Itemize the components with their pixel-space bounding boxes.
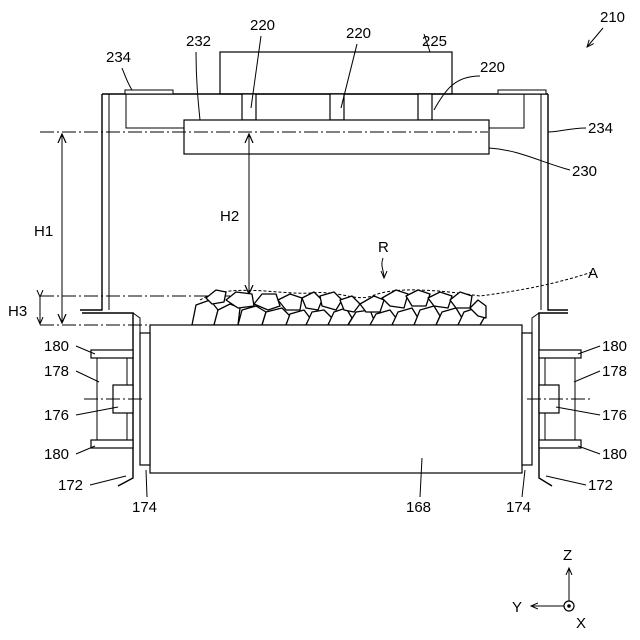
right-flange-bottom-leader bbox=[578, 446, 600, 454]
right-corner-plate bbox=[498, 90, 546, 94]
right-flange-top-label: 180 bbox=[602, 338, 627, 355]
bracket-top-leader bbox=[122, 68, 132, 90]
sensor-unit-label: 220 bbox=[250, 17, 275, 34]
left-frame-label: 172 bbox=[58, 477, 83, 494]
roller-label: 168 bbox=[406, 499, 431, 516]
h1-label: H1 bbox=[34, 223, 53, 240]
mount-leader bbox=[196, 52, 200, 120]
figure-number-arrow bbox=[587, 28, 603, 47]
mount-232 bbox=[126, 94, 184, 128]
sensor-board-label: 230 bbox=[572, 163, 597, 180]
material-label-arrow bbox=[382, 258, 384, 278]
right-body-leader bbox=[574, 371, 600, 382]
right-shaft-label: 176 bbox=[602, 407, 627, 424]
left-body-label: 178 bbox=[44, 363, 69, 380]
bracket-top-label: 234 bbox=[106, 49, 131, 66]
housing-225 bbox=[220, 52, 452, 94]
right-bearing-assembly bbox=[527, 313, 590, 486]
left-end-cap-leader bbox=[146, 470, 147, 497]
h3-label: H3 bbox=[8, 303, 27, 320]
right-frame-234 bbox=[548, 94, 568, 310]
roller-168 bbox=[150, 325, 522, 473]
right-end-cap-leader bbox=[522, 470, 525, 497]
sensor-unit-label: 220 bbox=[346, 25, 371, 42]
material-r bbox=[192, 290, 486, 325]
right-end-cap-label: 174 bbox=[506, 499, 531, 516]
axis-indicator bbox=[531, 568, 574, 611]
left-flange-bottom-label: 180 bbox=[44, 446, 69, 463]
left-body-leader bbox=[76, 371, 99, 382]
housing-label: 225 bbox=[422, 33, 447, 50]
left-frame-leader bbox=[90, 476, 126, 485]
surface-label: A bbox=[588, 265, 598, 282]
right-frame-label: 172 bbox=[588, 477, 613, 494]
material-label: R bbox=[378, 239, 389, 256]
left-flange-top-label: 180 bbox=[44, 338, 69, 355]
left-shaft-label: 176 bbox=[44, 407, 69, 424]
axis-x-label: X bbox=[576, 615, 586, 632]
right-shaft-leader bbox=[556, 407, 600, 415]
sensor-board-230 bbox=[184, 120, 489, 154]
left-flange-bottom-leader bbox=[76, 446, 95, 454]
axis-z-label: Z bbox=[563, 547, 572, 564]
left-frame-234 bbox=[80, 94, 102, 310]
left-end-cap-label: 174 bbox=[132, 499, 157, 516]
sensor-board-leader bbox=[489, 148, 570, 170]
left-corner-plate bbox=[125, 90, 173, 94]
figure-number-label: 210 bbox=[600, 9, 625, 26]
bracket-side-label: 234 bbox=[588, 120, 613, 137]
bracket-side-leader bbox=[548, 128, 586, 132]
axis-y-label: Y bbox=[512, 599, 522, 616]
right-body-label: 178 bbox=[602, 363, 627, 380]
mount-232-right bbox=[489, 94, 524, 128]
h2-label: H2 bbox=[220, 208, 239, 225]
left-bearing-assembly bbox=[82, 313, 145, 486]
right-flange-bottom-label: 180 bbox=[602, 446, 627, 463]
sensor-unit-label: 220 bbox=[480, 59, 505, 76]
mount-label: 232 bbox=[186, 33, 211, 50]
right-frame-leader bbox=[546, 476, 586, 485]
